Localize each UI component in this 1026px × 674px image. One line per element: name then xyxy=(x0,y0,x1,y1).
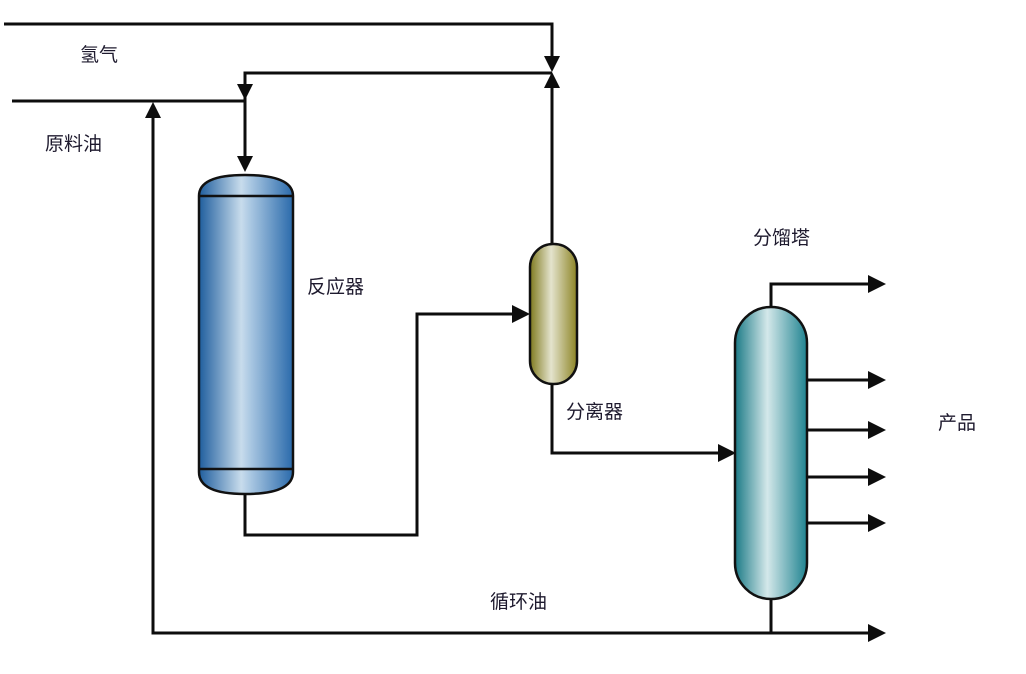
separator-label: 分离器 xyxy=(566,401,623,423)
separator-overhead-arrow-up-icon xyxy=(544,72,560,88)
fractionator-label: 分馏塔 xyxy=(753,227,810,249)
hydrogen-arrow-down-icon xyxy=(544,56,560,72)
fractionator-vessel xyxy=(733,305,809,601)
product-arrow-5-icon xyxy=(868,514,886,532)
recycle-oil-arrow-up-icon xyxy=(145,102,161,118)
reactor-label: 反应器 xyxy=(307,276,364,298)
reactor-vessel xyxy=(197,173,295,496)
recycle-oil-line xyxy=(151,114,870,635)
feed-oil-label: 原料油 xyxy=(45,133,102,155)
recycle-oil-outlet-arrow-icon xyxy=(868,624,886,642)
product-arrow-2-icon xyxy=(868,371,886,389)
hydrogen-label: 氢气 xyxy=(80,44,118,66)
recycle-gas-line xyxy=(243,71,552,160)
product-arrow-1-icon xyxy=(868,275,886,293)
reactor-outlet-line xyxy=(243,312,518,537)
product-line-1 xyxy=(769,282,870,307)
product-arrow-3-icon xyxy=(868,421,886,439)
separator-inlet-arrow-icon xyxy=(512,305,530,323)
separator-bottom-line xyxy=(550,384,722,455)
reactor-inlet-arrow-icon xyxy=(237,156,253,172)
product-arrow-4-icon xyxy=(868,468,886,486)
recycle-gas-arrow-icon xyxy=(237,84,253,100)
separator-vessel xyxy=(528,242,579,386)
products-label: 产品 xyxy=(938,412,976,434)
hydrogen-line xyxy=(4,22,554,60)
fractionator-inlet-arrow-icon xyxy=(718,444,736,462)
recycle-oil-label: 循环油 xyxy=(490,591,547,613)
